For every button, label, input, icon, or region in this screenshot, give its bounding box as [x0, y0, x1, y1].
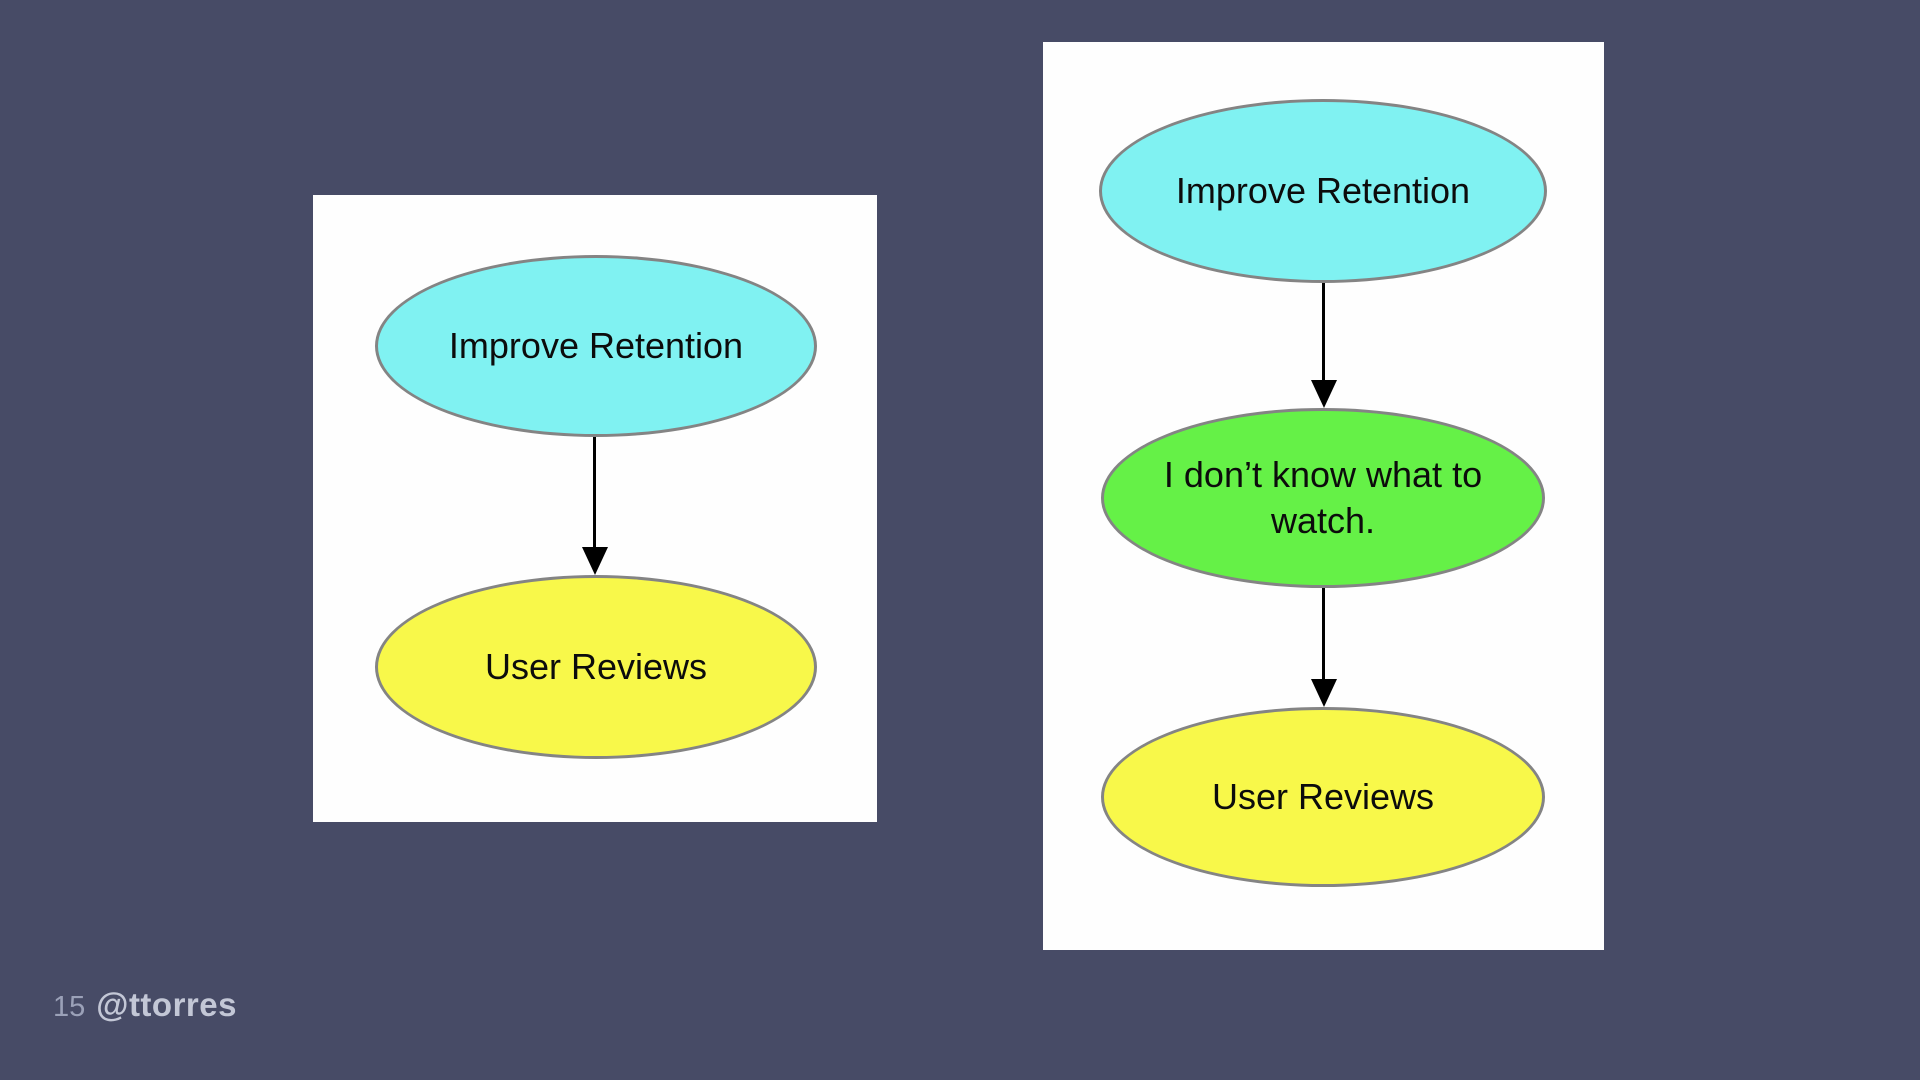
- edge-arrow-down: [593, 437, 596, 548]
- node-label: Improve Retention: [1175, 169, 1471, 211]
- node-label: User Reviews: [484, 645, 708, 687]
- edge-arrow-down: [1322, 283, 1325, 381]
- twitter-handle: @ttorres: [96, 986, 237, 1023]
- edge-arrow-down: [1322, 588, 1325, 680]
- page-number: 15: [53, 991, 86, 1023]
- node-label: User Reviews: [1211, 775, 1435, 817]
- node-user-reviews: User Reviews: [375, 575, 817, 759]
- node-opportunity: I don’t know what to watch.: [1101, 408, 1545, 588]
- node-label: I don’t know what to watch.: [1163, 453, 1483, 541]
- diagram-panel-left: Improve Retention User Reviews: [313, 195, 877, 822]
- node-improve-retention: Improve Retention: [375, 255, 817, 437]
- slide-footer: 15 @ttorres: [53, 986, 237, 1024]
- node-label: Improve Retention: [448, 324, 744, 366]
- node-user-reviews: User Reviews: [1101, 707, 1545, 887]
- node-improve-retention: Improve Retention: [1099, 99, 1547, 283]
- diagram-panel-right: Improve Retention I don’t know what to w…: [1043, 42, 1604, 950]
